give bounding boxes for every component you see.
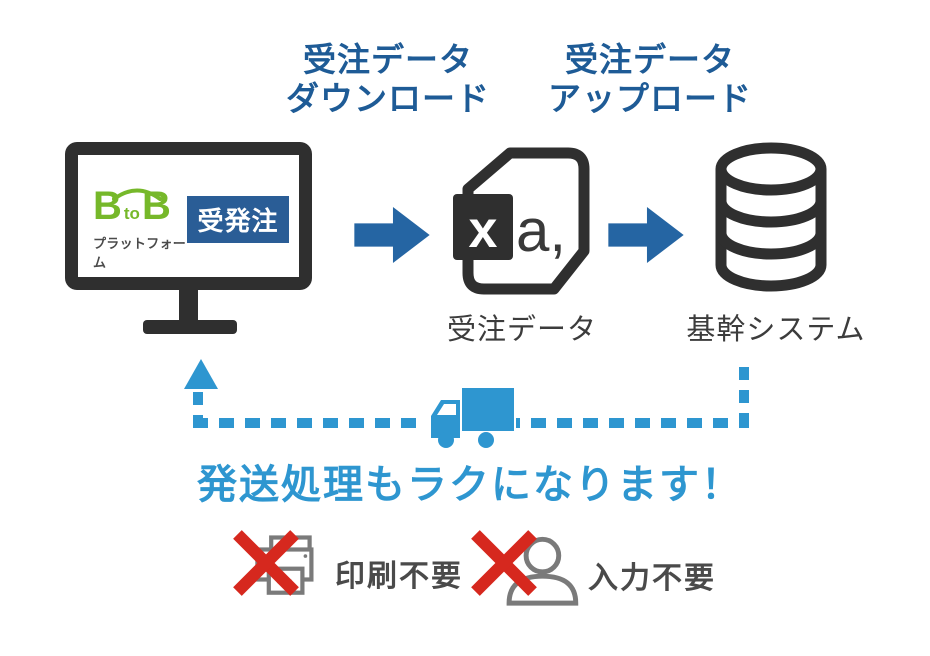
no-print-label: 印刷不要 (335, 560, 463, 593)
download-header: 受注データ ダウンロード (248, 40, 528, 118)
flow-arrow-icon-2 (608, 207, 684, 263)
logo-to: to (123, 204, 140, 223)
database-icon (715, 142, 827, 292)
truck-icon (424, 387, 516, 449)
monitor-base (143, 320, 237, 334)
download-header-line2: ダウンロード (286, 80, 490, 117)
excel-csv-file-icon: x a, (453, 147, 590, 295)
order-badge: 受発注 (187, 196, 289, 243)
up-arrow-icon (184, 359, 218, 389)
logo-b1: B (93, 184, 122, 228)
database-label: 基幹システム (686, 314, 866, 346)
upload-header: 受注データ アップロード (510, 40, 790, 118)
file-glyph-x: x (469, 201, 498, 259)
file-glyph-a: a, (516, 197, 566, 264)
route-dash-vertical-right (739, 367, 749, 418)
cross-icon-print (233, 530, 299, 596)
shipping-message: 発送処理もラクになります！ (197, 463, 743, 507)
flow-arrow-icon-1 (354, 207, 430, 263)
upload-header-line1: 受注データ (565, 41, 735, 78)
logo-arc-icon (112, 188, 162, 201)
file-label: 受注データ (446, 314, 597, 346)
upload-header-line2: アップロード (548, 80, 752, 117)
logo-platform-text: プラットフォーム (93, 236, 187, 270)
no-input-label: 入力不要 (588, 562, 716, 595)
download-header-line1: 受注データ (303, 41, 473, 78)
cross-icon-input (471, 530, 537, 596)
route-dash-vertical-left (193, 392, 203, 419)
monitor-stand (179, 289, 198, 323)
